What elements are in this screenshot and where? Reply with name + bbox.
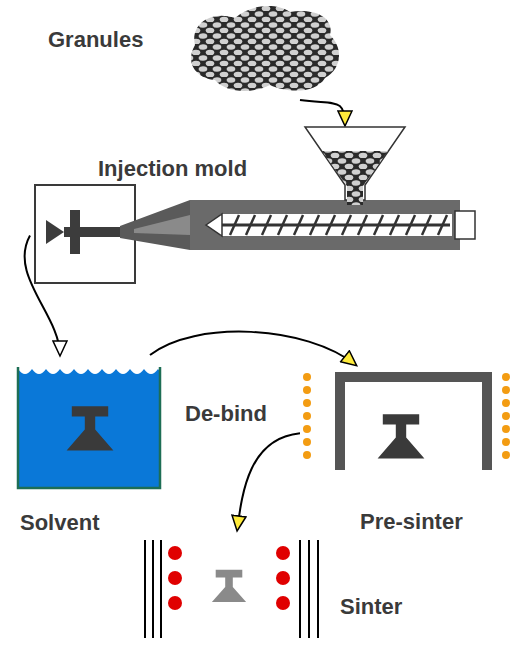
step-label: De-bind bbox=[185, 402, 267, 426]
process-stage: Injection mold bbox=[30, 125, 480, 285]
process-stage: Sinter bbox=[140, 530, 410, 640]
stage-label: Pre-sinter bbox=[360, 510, 463, 534]
process-stage: Pre-sinter bbox=[300, 365, 515, 540]
flow-arrow bbox=[150, 332, 356, 365]
stage-label: Injection mold bbox=[98, 157, 247, 181]
stage-label: Solvent bbox=[20, 511, 99, 535]
stage-illustration bbox=[140, 530, 410, 640]
flow-arrow bbox=[237, 433, 300, 530]
process-stage: Solvent bbox=[15, 355, 165, 540]
flow-arrow bbox=[300, 100, 345, 125]
stage-illustration bbox=[30, 125, 480, 285]
stage-label: Sinter bbox=[340, 595, 402, 619]
process-stage: Granules bbox=[45, 0, 345, 100]
stage-label: Granules bbox=[48, 28, 143, 52]
